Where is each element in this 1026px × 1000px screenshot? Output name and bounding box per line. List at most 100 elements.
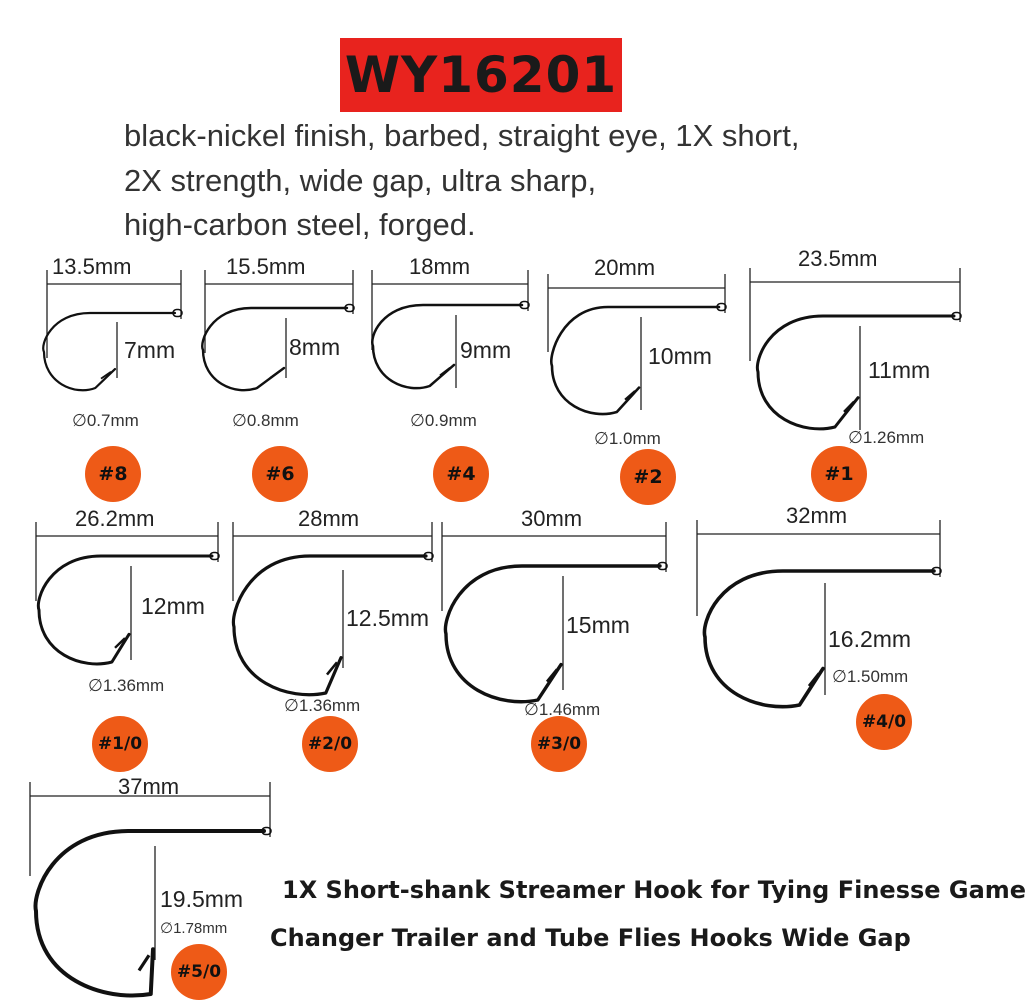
hook-barb	[137, 954, 151, 972]
spec-line-2: 2X strength, wide gap, ultra sharp,	[124, 163, 597, 198]
diameter-symbol: ∅	[232, 411, 247, 431]
size-badge: #2/0	[302, 716, 358, 772]
size-label: #6	[265, 463, 295, 485]
hook-wire-label: ∅0.7mm	[72, 411, 139, 431]
hook-wire-label: ∅0.9mm	[410, 411, 477, 431]
diameter-symbol: ∅	[832, 667, 847, 687]
hook-length-label: 23.5mm	[798, 246, 878, 271]
diameter-symbol: ∅	[410, 411, 425, 431]
hook-gap-label: 9mm	[460, 337, 512, 363]
size-label: #4	[446, 463, 476, 485]
product-code: WY16201	[344, 46, 618, 104]
hook-wire-label: ∅1.36mm	[284, 696, 360, 716]
hook-length-label: 15.5mm	[226, 254, 306, 279]
hook-eye	[519, 300, 530, 310]
caption-line-2: Changer Trailer and Tube Flies Hooks Wid…	[270, 924, 911, 952]
caption-line-1: 1X Short-shank Streamer Hook for Tying F…	[282, 876, 1026, 904]
hook-body	[36, 554, 214, 666]
size-badge: #1	[811, 446, 867, 502]
size-badge: #6	[252, 446, 308, 502]
wire-value: 1.78mm	[173, 920, 228, 937]
hook-gap-label: 10mm	[648, 343, 712, 369]
wire-value: 1.46mm	[538, 700, 601, 719]
wire-value: 1.36mm	[298, 696, 361, 715]
wire-value: 1.50mm	[846, 667, 909, 686]
hook-length-label: 18mm	[409, 254, 471, 279]
title-banner: WY16201	[340, 38, 622, 112]
hook-length-label: 30mm	[521, 506, 583, 531]
hook-body	[33, 829, 266, 998]
hook-wire-label: ∅0.8mm	[232, 411, 299, 431]
hook-wire-label: ∅1.36mm	[88, 676, 164, 696]
diameter-symbol: ∅	[594, 429, 609, 449]
hook-gap-label: 15mm	[566, 612, 630, 638]
size-label: #8	[98, 463, 128, 485]
hook-barb	[624, 390, 636, 401]
size-badge: #4	[433, 446, 489, 502]
size-badge: #5/0	[171, 944, 227, 1000]
wire-value: 0.7mm	[86, 411, 139, 430]
wire-value: 0.8mm	[246, 411, 299, 430]
hook-length-label: 20mm	[594, 255, 656, 280]
diameter-symbol: ∅	[72, 411, 87, 431]
hook-eye	[261, 826, 272, 836]
size-badge: #1/0	[92, 716, 148, 772]
hook-gap-label: 8mm	[289, 334, 341, 360]
wire-value: 1.0mm	[608, 429, 661, 448]
size-badge: #4/0	[856, 694, 912, 750]
diameter-symbol: ∅	[284, 696, 299, 716]
hook-wire-label: ∅1.26mm	[848, 428, 924, 448]
hook-body	[201, 306, 349, 392]
hook-barb	[807, 672, 821, 687]
size-label: #2/0	[307, 734, 353, 754]
hook-body	[443, 564, 662, 704]
wire-value: 0.9mm	[424, 411, 477, 430]
spec-line-3: high-carbon steel, forged.	[124, 207, 476, 242]
size-badge: #3/0	[531, 716, 587, 772]
hook-barb	[100, 371, 112, 380]
hook-eye	[657, 561, 668, 571]
hook-eye	[951, 311, 962, 321]
spec-line-1: black-nickel finish, barbed, straight ey…	[124, 118, 800, 153]
size-label: #2	[633, 466, 663, 488]
hook-body	[231, 554, 428, 697]
hook-body	[371, 303, 524, 390]
hook-gap-label: 11mm	[868, 357, 931, 383]
hook-length-label: 26.2mm	[75, 506, 155, 531]
diameter-symbol: ∅	[88, 676, 103, 696]
hook-barb	[269, 370, 281, 379]
hook-diagrams	[29, 268, 962, 998]
diameter-symbol: ∅	[848, 428, 863, 448]
hook-body	[550, 305, 721, 416]
size-label: #5/0	[176, 962, 222, 982]
hook-body	[702, 569, 936, 709]
hook-length-label: 28mm	[298, 506, 360, 531]
hook-eye	[716, 302, 727, 312]
hook-gap-label: 7mm	[124, 337, 176, 363]
size-label: #4/0	[861, 712, 907, 732]
wire-value: 1.36mm	[102, 676, 165, 695]
hook-gap-label: 16.2mm	[828, 626, 912, 652]
size-label: #1	[824, 463, 854, 485]
hook-gap-label: 19.5mm	[160, 886, 244, 912]
hook-wire-label: ∅1.78mm	[160, 919, 227, 937]
hook-wire-label: ∅1.0mm	[594, 429, 661, 449]
size-badge: #8	[85, 446, 141, 502]
hook-eye	[423, 551, 434, 561]
hook-eye	[931, 566, 942, 576]
hook-body	[755, 314, 956, 431]
hook-length-label: 37mm	[118, 774, 180, 799]
hook-barb	[439, 367, 451, 377]
size-label: #3/0	[536, 734, 582, 754]
hook-length-label: 32mm	[786, 503, 848, 528]
hook-body	[42, 311, 177, 392]
hook-eye	[344, 303, 355, 313]
size-label: #1/0	[97, 734, 143, 754]
hook-wire-label: ∅1.50mm	[832, 667, 908, 687]
hook-length-label: 13.5mm	[52, 254, 132, 279]
hook-wire-label: ∅1.46mm	[524, 700, 600, 720]
diameter-symbol: ∅	[160, 919, 174, 937]
hook-eye	[209, 551, 220, 561]
hook-barb	[843, 400, 855, 413]
wire-value: 1.26mm	[862, 428, 925, 447]
